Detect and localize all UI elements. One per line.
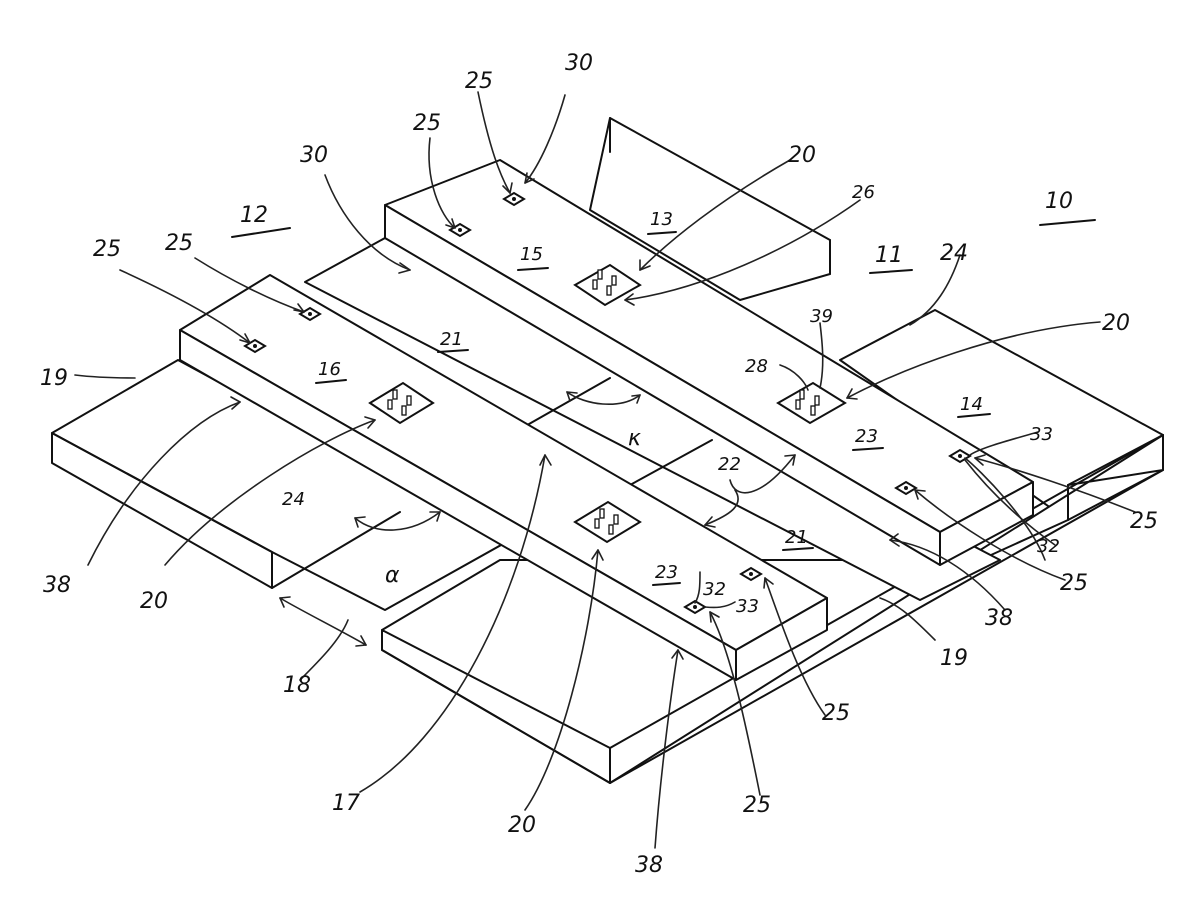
label-25-b: 25: [413, 111, 441, 136]
label-kappa: κ: [628, 426, 641, 451]
label-17: 17: [332, 791, 360, 816]
plate-lower-right: [573, 500, 642, 544]
label-25-d: 25: [165, 231, 193, 256]
label-33-right: 33: [1030, 424, 1053, 445]
label-25-a: 25: [465, 69, 493, 94]
label-21-upper: 21: [440, 329, 463, 350]
label-14: 14: [960, 394, 983, 415]
label-20-top: 20: [788, 143, 816, 168]
label-21-lower: 21: [785, 527, 808, 548]
label-15: 15: [520, 244, 543, 265]
label-20-left: 20: [140, 589, 168, 614]
label-30-left: 30: [300, 143, 328, 168]
label-19-left: 19: [40, 366, 68, 391]
label-24-right: 24: [940, 241, 968, 266]
label-28: 28: [745, 356, 768, 377]
label-10: 10: [1045, 189, 1073, 214]
reference-labels: 10 11 12 13 14 15 16 17 18 19 19 20 20 2…: [40, 51, 1158, 878]
label-20-bottom: 20: [508, 813, 536, 838]
label-25-g: 25: [822, 701, 850, 726]
label-26: 26: [852, 182, 875, 203]
label-33-lower: 33: [736, 596, 759, 617]
label-24-left: 24: [282, 489, 305, 510]
plate-upper-right: [776, 381, 847, 425]
label-25-h: 25: [743, 793, 771, 818]
label-32-lower: 32: [703, 579, 726, 600]
label-12: 12: [240, 203, 268, 228]
floor-strip: [304, 237, 1001, 601]
label-38-right: 38: [985, 606, 1013, 631]
label-18: 18: [283, 673, 311, 698]
label-38-left: 38: [43, 573, 71, 598]
label-25-e: 25: [1130, 509, 1158, 534]
label-20-right: 20: [1102, 311, 1130, 336]
label-alpha: α: [385, 563, 400, 588]
anchor-washers: [243, 191, 972, 615]
plate-upper: [573, 263, 642, 307]
leader-lines: [74, 91, 1136, 849]
label-13: 13: [650, 209, 673, 230]
label-19-right: 19: [940, 646, 968, 671]
upper-beam: [384, 159, 1034, 566]
label-23-upper: 23: [855, 426, 878, 447]
label-16: 16: [318, 359, 341, 380]
label-30-top: 30: [565, 51, 593, 76]
label-25-f: 25: [1060, 571, 1088, 596]
plate-lower-left: [368, 381, 435, 425]
label-38-bottom: 38: [635, 853, 663, 878]
slab-left: [51, 359, 511, 611]
label-25-c: 25: [93, 237, 121, 262]
label-23-lower: 23: [655, 562, 678, 583]
label-11: 11: [875, 243, 903, 268]
label-22: 22: [718, 454, 741, 475]
label-39: 39: [810, 306, 833, 327]
lower-beam: [179, 274, 828, 681]
label-32-right: 32: [1037, 536, 1060, 557]
